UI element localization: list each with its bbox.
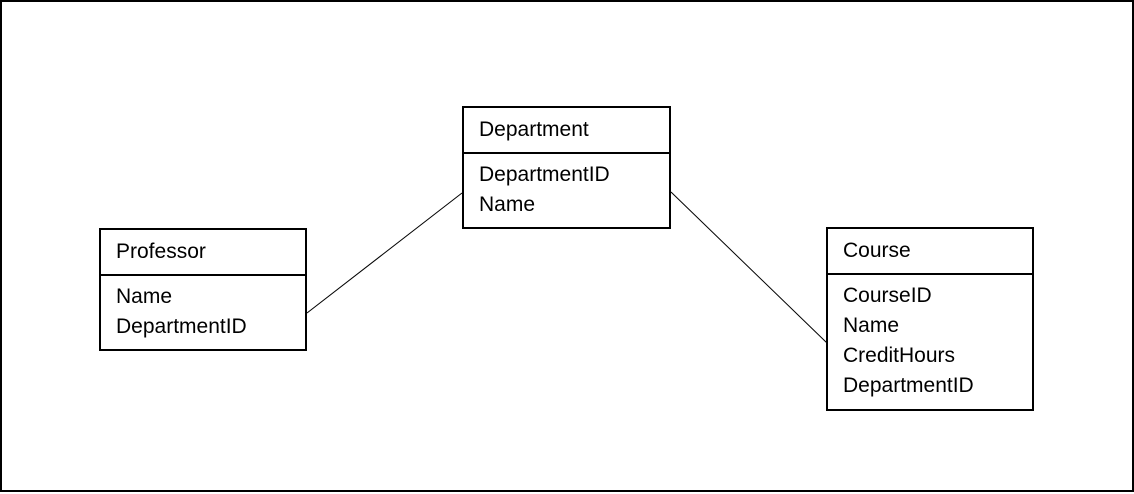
relationship-professor-department <box>306 192 463 314</box>
attribute: CreditHours <box>843 344 956 367</box>
entity-department[interactable]: Department DepartmentID Name <box>462 106 671 229</box>
attribute: Name <box>116 285 173 308</box>
entity-attributes: Name DepartmentID <box>101 276 305 342</box>
attribute: DepartmentID <box>116 315 247 338</box>
entity-course[interactable]: Course CourseID Name CreditHours Departm… <box>826 227 1034 411</box>
entity-title: Department <box>464 108 669 154</box>
attribute: DepartmentID <box>479 163 610 186</box>
attribute: Name <box>479 193 536 216</box>
relationship-department-course <box>670 191 828 344</box>
entity-title: Professor <box>101 230 305 276</box>
attribute: Name <box>843 314 900 337</box>
entity-professor[interactable]: Professor Name DepartmentID <box>99 228 307 351</box>
entity-attributes: CourseID Name CreditHours DepartmentID <box>828 275 1032 401</box>
entity-attributes: DepartmentID Name <box>464 154 669 220</box>
attribute: CourseID <box>843 284 932 307</box>
attribute: DepartmentID <box>843 374 974 397</box>
entity-title: Course <box>828 229 1032 275</box>
